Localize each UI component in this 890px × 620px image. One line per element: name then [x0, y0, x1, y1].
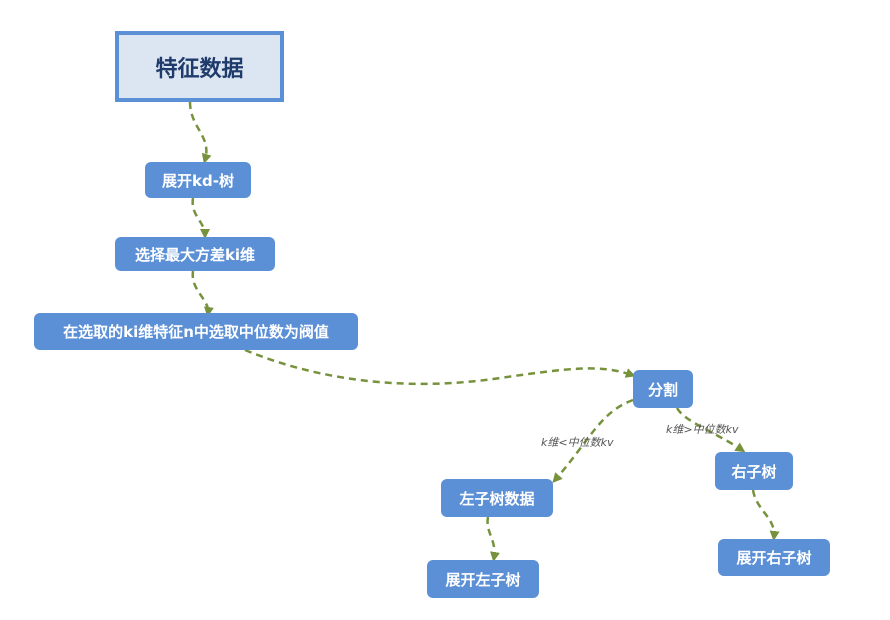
edge-expand-to-select — [191, 197, 210, 239]
edge-split-to-right — [675, 407, 746, 453]
node-label: 展开左子树 — [445, 570, 521, 589]
node-select-max-variance-dim: 选择最大方差ki维 — [115, 237, 275, 271]
node-expand-right-subtree: 展开右子树 — [718, 539, 830, 576]
edge-label-right: k维>中位数kv — [666, 423, 739, 436]
node-label: 右子树 — [731, 462, 777, 481]
node-label: 展开右子树 — [736, 549, 812, 567]
node-split: 分割 — [633, 370, 693, 408]
node-left-subtree-data: 左子树数据 — [441, 479, 553, 517]
node-label: 选择最大方差ki维 — [134, 245, 256, 264]
edge-select-to-threshold — [191, 270, 214, 317]
node-label: 分割 — [647, 380, 678, 399]
node-label: 左子树数据 — [459, 489, 535, 508]
node-expand-kd-tree: 展开kd-树 — [145, 162, 251, 198]
edge-label-left: k维<中位数kv — [541, 436, 614, 449]
edge-root-to-expand — [188, 101, 212, 164]
edge-left-to-expand-left — [486, 516, 500, 562]
root-node-feature-data: 特征数据 — [115, 31, 284, 102]
root-node-label: 特征数据 — [155, 56, 244, 82]
node-label: 展开kd-树 — [162, 171, 234, 190]
edge-right-to-expand-right — [751, 489, 780, 541]
node-label: 在选取的ki维特征n中选取中位数为阀值 — [63, 323, 329, 341]
edge-threshold-to-split — [244, 348, 636, 386]
edge-split-to-left — [552, 398, 634, 484]
node-right-subtree: 右子树 — [715, 452, 793, 490]
node-median-threshold: 在选取的ki维特征n中选取中位数为阀值 — [34, 313, 358, 350]
node-expand-left-subtree: 展开左子树 — [427, 560, 539, 598]
